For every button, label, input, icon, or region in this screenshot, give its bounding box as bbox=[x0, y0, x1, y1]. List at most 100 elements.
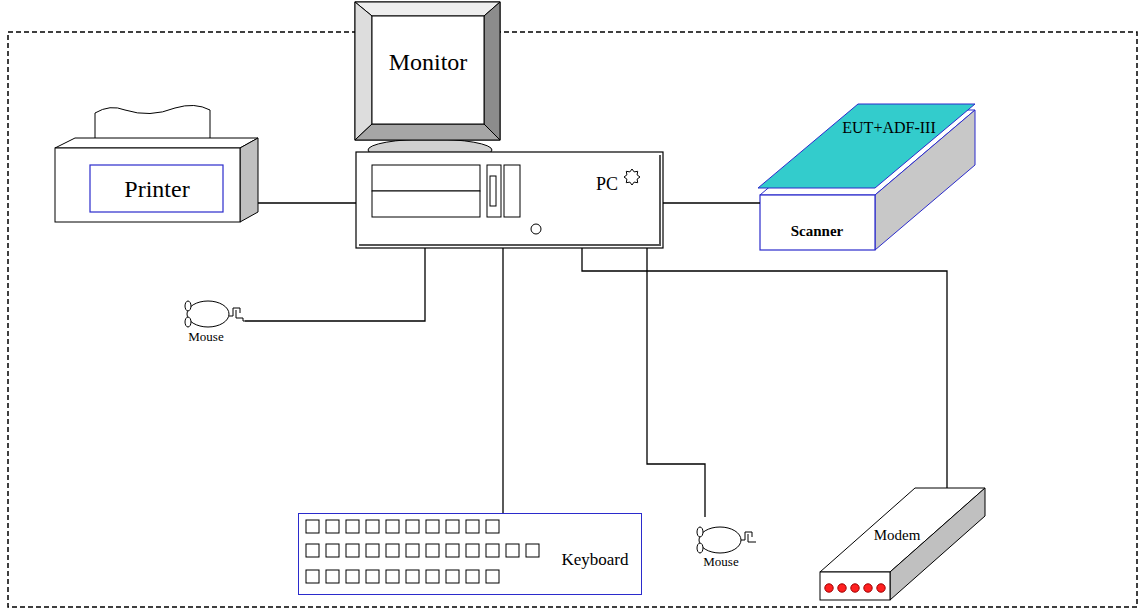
keyboard-key bbox=[406, 570, 419, 583]
keyboard-key bbox=[466, 570, 479, 583]
printer-label-panel bbox=[90, 165, 223, 212]
keyboard-key bbox=[326, 544, 339, 557]
keyboard-key bbox=[466, 520, 479, 533]
node-label: Mouse bbox=[703, 555, 738, 569]
keyboard-key bbox=[366, 520, 379, 533]
power-light bbox=[624, 169, 640, 185]
printer-paper bbox=[95, 105, 210, 140]
mouse-button bbox=[697, 527, 703, 537]
scanner-front bbox=[760, 195, 875, 250]
pc-shadow bbox=[359, 155, 660, 245]
modem-front bbox=[820, 572, 890, 600]
keyboard-key bbox=[486, 520, 499, 533]
monitor-box: Monitor bbox=[355, 2, 500, 140]
modem-side bbox=[890, 488, 985, 600]
cable-line bbox=[245, 248, 425, 321]
keyboard-key bbox=[446, 520, 459, 533]
keyboard-key bbox=[466, 544, 479, 557]
cable-line bbox=[647, 248, 705, 517]
mouse-box: Mouse bbox=[182, 293, 245, 345]
keyboard-key bbox=[306, 570, 319, 583]
keyboard-key bbox=[306, 544, 319, 557]
monitor-screen bbox=[372, 16, 484, 124]
keyboard-key bbox=[446, 570, 459, 583]
node-label: EUT+ADF-III bbox=[842, 119, 935, 137]
keyboard-key bbox=[446, 544, 459, 557]
keyboard-key bbox=[486, 570, 499, 583]
mouse-body bbox=[187, 301, 229, 327]
printer-drawing bbox=[55, 105, 258, 222]
pc-drawing bbox=[356, 152, 663, 248]
mouse-cord bbox=[229, 308, 245, 321]
keyboard-key bbox=[426, 570, 439, 583]
keyboard-key bbox=[386, 544, 399, 557]
node-label: Keyboard bbox=[561, 551, 628, 570]
node-label: Scanner bbox=[791, 223, 844, 240]
modem-led bbox=[877, 584, 885, 592]
monitor-drawing bbox=[355, 2, 500, 140]
modem-drawing bbox=[820, 488, 985, 600]
printer-box: Printer bbox=[55, 138, 258, 222]
keyboard-key bbox=[326, 520, 339, 533]
drive-bay bbox=[372, 165, 480, 191]
keyboard-key bbox=[386, 570, 399, 583]
floppy-drive bbox=[487, 165, 501, 217]
test-boundary bbox=[8, 32, 1137, 607]
keyboard-keys bbox=[306, 520, 539, 583]
mouse-body bbox=[699, 527, 741, 553]
node-label: Printer bbox=[124, 176, 189, 202]
keyboard-key bbox=[386, 520, 399, 533]
floppy-slot bbox=[490, 176, 496, 206]
node-label: PC bbox=[596, 175, 618, 195]
mouse-cord bbox=[741, 532, 756, 542]
node-label: Modem bbox=[874, 527, 921, 544]
keyboard-key bbox=[426, 544, 439, 557]
drive-bay bbox=[372, 191, 480, 217]
mouse-button bbox=[185, 301, 191, 311]
monitor-bevel bbox=[355, 2, 500, 16]
keyboard-key bbox=[426, 520, 439, 533]
cable-line bbox=[582, 248, 947, 488]
adf-feeder bbox=[758, 104, 975, 188]
mouse-box: Mouse bbox=[695, 517, 760, 572]
modem-box: Modem bbox=[820, 488, 985, 600]
cable-line bbox=[258, 202, 356, 203]
cable-line bbox=[502, 248, 503, 513]
keyboard-key bbox=[326, 570, 339, 583]
keyboard-key bbox=[406, 520, 419, 533]
eut-feeder-box: EUT+ADF-III bbox=[758, 104, 975, 188]
keyboard-key bbox=[406, 544, 419, 557]
keyboard-key bbox=[346, 544, 359, 557]
printer-side bbox=[240, 138, 258, 222]
printer-front bbox=[55, 148, 240, 222]
keyboard-key bbox=[366, 570, 379, 583]
keyboard-key bbox=[346, 570, 359, 583]
monitor-bevel bbox=[355, 2, 372, 140]
node-label: Mouse bbox=[188, 330, 223, 344]
keyboard-key bbox=[306, 520, 319, 533]
modem-led bbox=[851, 584, 859, 592]
monitor-bevel bbox=[484, 2, 500, 140]
pc-box: PC bbox=[356, 152, 663, 248]
mouse-drawing bbox=[185, 301, 245, 327]
modem-led bbox=[864, 584, 872, 592]
modem-led bbox=[825, 584, 833, 592]
keyboard-key bbox=[526, 544, 539, 557]
keyboard-key bbox=[486, 544, 499, 557]
scanner-drawing bbox=[758, 104, 975, 250]
floppy-drive bbox=[504, 165, 520, 217]
node-label: Monitor bbox=[389, 49, 468, 75]
modem-led bbox=[838, 584, 846, 592]
keyboard-box: Keyboard bbox=[298, 513, 642, 595]
scanner-box: Scanner bbox=[760, 195, 875, 250]
mouse-button bbox=[697, 543, 703, 553]
keyboard-key bbox=[346, 520, 359, 533]
pc-case bbox=[356, 152, 663, 248]
monitor-bevel bbox=[355, 124, 500, 140]
mouse-drawing bbox=[697, 527, 756, 553]
power-button bbox=[531, 224, 541, 234]
keyboard-key bbox=[366, 544, 379, 557]
